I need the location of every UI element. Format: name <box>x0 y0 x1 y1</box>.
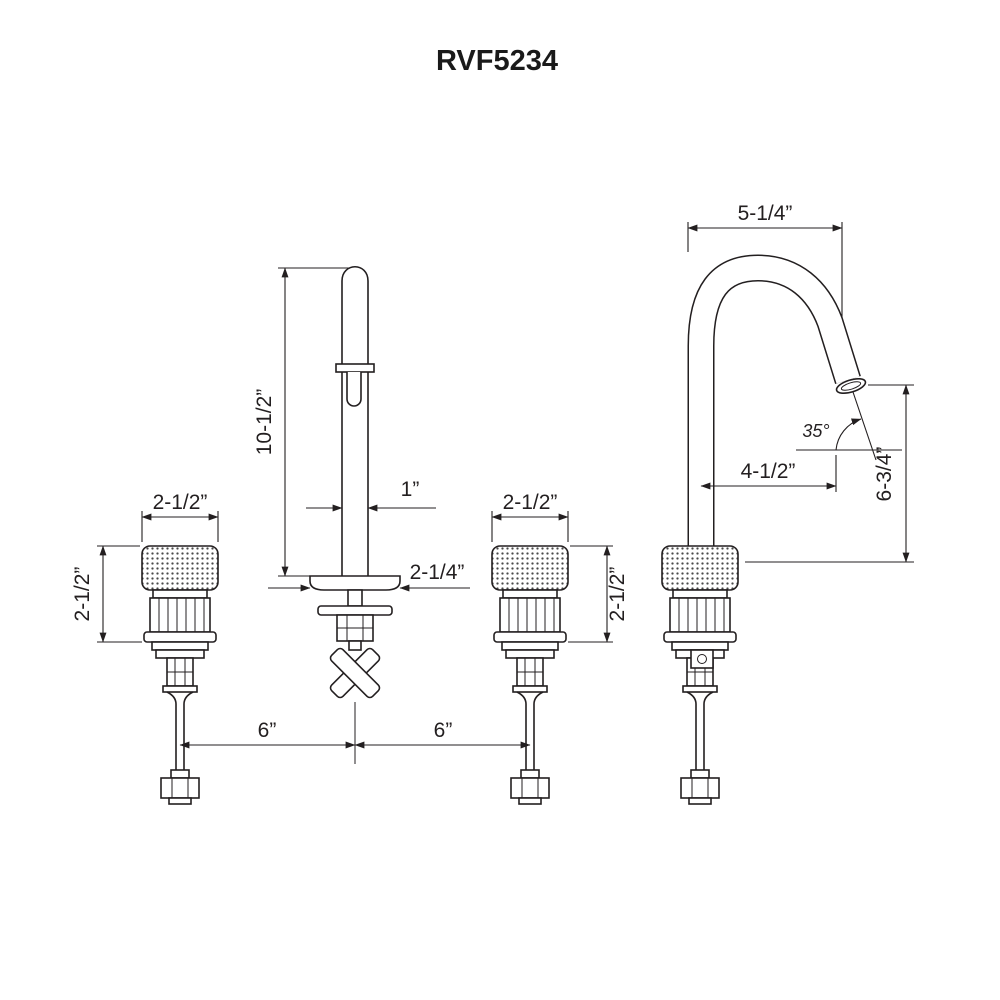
dim-outlet-reach: 4-1/2” <box>741 460 796 483</box>
deck-plate <box>309 575 401 591</box>
side-base <box>661 545 739 805</box>
right-handle <box>491 545 569 805</box>
spout-side <box>687 254 867 552</box>
dim-spacing-left: 6” <box>258 719 277 742</box>
front-view: 10-1/2” 1” 2-1/4” 2-1/2” 2-1/2” 2-1/2” <box>71 265 629 805</box>
front-dimensions: 10-1/2” 1” 2-1/4” 2-1/2” 2-1/2” 2-1/2” <box>71 267 629 749</box>
left-handle <box>141 545 219 805</box>
dim-left-handle-width: 2-1/2” <box>153 491 208 514</box>
dim-spout-width: 1” <box>401 478 420 501</box>
spout-front <box>309 265 401 764</box>
dim-right-handle-height: 2-1/2” <box>606 567 629 622</box>
dim-spout-height: 10-1/2” <box>253 389 276 456</box>
dim-spacing-right: 6” <box>434 719 453 742</box>
page-title: RVF5234 <box>436 45 558 77</box>
side-base-detail <box>690 649 714 669</box>
spout-joint <box>335 363 375 373</box>
dim-right-handle-width: 2-1/2” <box>503 491 558 514</box>
dim-base-width: 2-1/4” <box>410 561 465 584</box>
dim-left-handle-height: 2-1/2” <box>71 567 94 622</box>
dim-spout-angle: 35° <box>802 421 829 441</box>
side-dimensions: 5-1/4” 35° 4-1/2” 6-3/4” <box>687 202 914 563</box>
side-view: 5-1/4” 35° 4-1/2” 6-3/4” <box>661 202 914 805</box>
dim-outlet-height: 6-3/4” <box>873 447 896 502</box>
spout-lever <box>346 372 362 407</box>
dim-top-reach: 5-1/4” <box>738 202 793 225</box>
aerator <box>835 377 867 395</box>
supply-tee <box>329 647 381 699</box>
